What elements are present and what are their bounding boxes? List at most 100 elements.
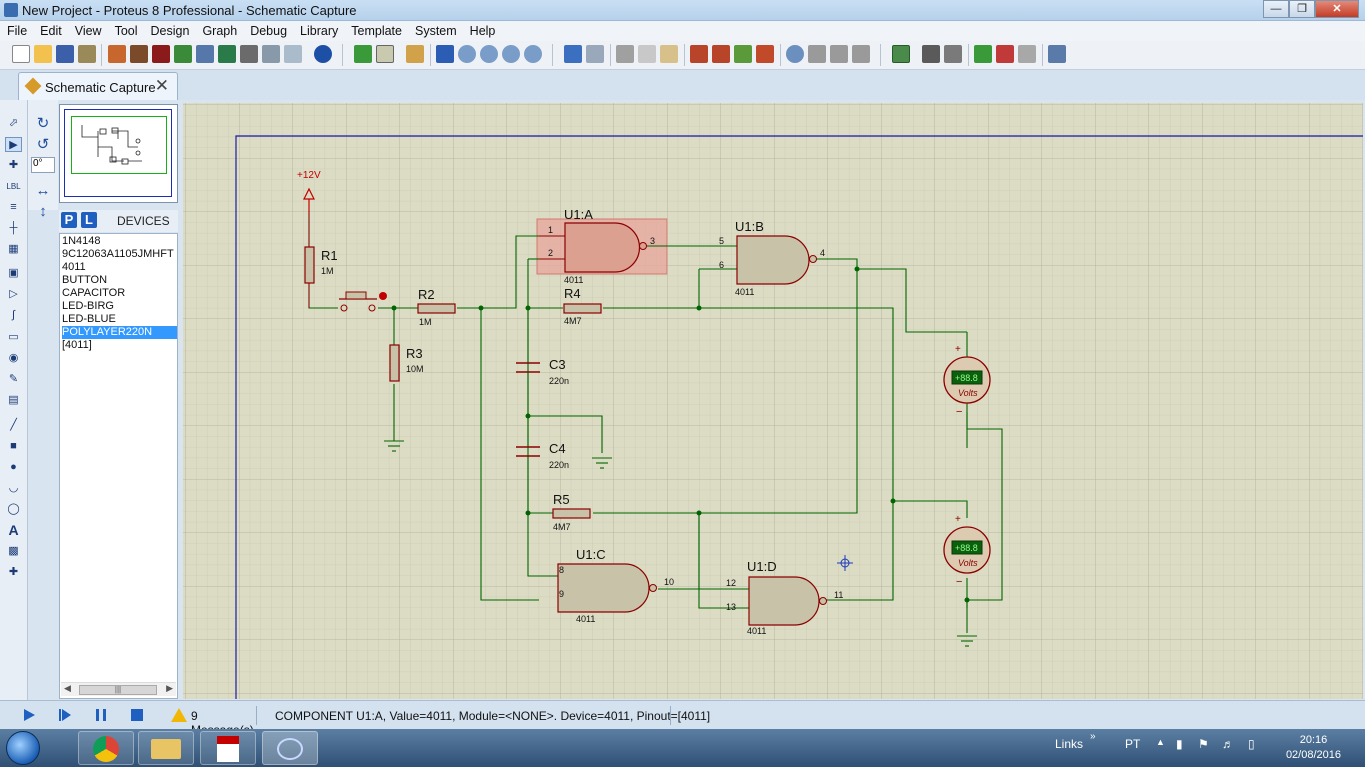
copy-icon[interactable] [638, 45, 656, 63]
gate-u1c[interactable]: U1:C 4011 8 9 10 [557, 547, 674, 624]
make-device-icon[interactable] [808, 45, 826, 63]
language-indicator[interactable]: PT [1125, 737, 1141, 751]
wire-autorouter-icon[interactable] [892, 45, 910, 63]
pcb-icon[interactable] [152, 45, 170, 63]
new-sheet-icon[interactable] [974, 45, 992, 63]
menu-design[interactable]: Design [150, 24, 190, 38]
pick-devices-button[interactable]: P [61, 212, 77, 228]
button-switch[interactable] [339, 291, 387, 312]
scroll-right-icon[interactable]: ▶ [166, 683, 173, 693]
power-terminal[interactable]: +12V [297, 170, 321, 213]
stop-simulation-icon[interactable] [130, 708, 144, 722]
list-item-selected[interactable]: POLYLAYER220N [62, 326, 177, 339]
decompose-icon[interactable] [852, 45, 870, 63]
gate-u1d[interactable]: U1:D 4011 12 13 11 [726, 559, 843, 636]
property-assignment-icon[interactable] [944, 45, 962, 63]
library-manager-button[interactable]: L [81, 212, 97, 228]
redo-icon[interactable] [586, 45, 604, 63]
overview-view-rect[interactable] [71, 116, 167, 174]
line-2d-icon[interactable]: ╱ [10, 419, 17, 431]
gerber-icon[interactable] [174, 45, 192, 63]
capacitor-c4[interactable]: C4 220n [516, 441, 569, 470]
pause-simulation-icon[interactable] [94, 708, 108, 722]
grid-icon[interactable] [376, 45, 394, 63]
zoom-area-icon[interactable] [524, 45, 542, 63]
box-2d-icon[interactable]: ■ [10, 440, 17, 452]
overview-window[interactable] [59, 104, 178, 203]
resistor-r5[interactable]: R5 4M7 [552, 492, 591, 532]
notes-icon[interactable] [284, 45, 302, 63]
block-rotate-icon[interactable] [734, 45, 752, 63]
list-item[interactable]: 1N4148 [62, 235, 101, 247]
minimize-button[interactable]: — [1263, 0, 1289, 18]
paste-icon[interactable] [660, 45, 678, 63]
list-item[interactable]: [4011] [62, 339, 92, 351]
volume-icon[interactable]: ♬ [1222, 737, 1234, 751]
resistor-r3[interactable]: R3 10M [389, 344, 424, 382]
import-icon[interactable] [78, 45, 96, 63]
network-signal-icon[interactable]: ▯ [1248, 737, 1255, 751]
block-move-icon[interactable] [712, 45, 730, 63]
gate-u1b[interactable]: U1:B 4011 5 6 4 [719, 219, 825, 297]
new-file-icon[interactable] [12, 45, 30, 63]
bom-icon[interactable] [218, 45, 236, 63]
pick-device-icon[interactable] [786, 45, 804, 63]
maximize-button[interactable]: ❐ [1289, 0, 1315, 18]
action-center-flag-icon[interactable]: ⚑ [1198, 737, 1209, 751]
menu-file[interactable]: File [7, 24, 28, 38]
arc-2d-icon[interactable]: ◡ [8, 482, 19, 494]
list-item[interactable]: LED-BLUE [62, 313, 116, 325]
schematic-drawing[interactable]: +12V R1 1M R2 1M R3 10M [183, 103, 1363, 699]
text-2d-icon[interactable]: A [8, 522, 19, 538]
mirror-vertical-icon[interactable]: ↕ [39, 203, 47, 220]
component-mode-icon[interactable]: ▶ [5, 137, 22, 152]
home-icon[interactable] [108, 45, 126, 63]
undo-icon[interactable] [564, 45, 582, 63]
menu-library[interactable]: Library [300, 24, 339, 38]
run-simulation-icon[interactable] [22, 708, 36, 722]
origin-icon[interactable] [406, 45, 424, 63]
search-tag-icon[interactable] [922, 45, 940, 63]
exit-to-parent-icon[interactable] [1018, 45, 1036, 63]
list-item[interactable]: LED-BIRG [62, 300, 114, 312]
3d-icon[interactable] [196, 45, 214, 63]
system-clock[interactable]: 20:16 02/08/2016 [1286, 733, 1341, 763]
mirror-horizontal-icon[interactable]: ↔ [35, 182, 51, 199]
list-item[interactable]: 4011 [62, 261, 86, 273]
rotate-anticlockwise-icon[interactable]: ↺ [36, 136, 50, 153]
tape-recorder-icon[interactable]: ▭ [8, 331, 19, 343]
close-window-button[interactable]: ✕ [1315, 0, 1359, 18]
selection-mode-icon[interactable]: ⬀ [8, 117, 19, 129]
wire-label-icon[interactable]: LBL [6, 182, 21, 191]
open-folder-icon[interactable] [34, 45, 52, 63]
zoom-all-icon[interactable] [502, 45, 520, 63]
menu-system[interactable]: System [414, 24, 457, 38]
step-simulation-icon[interactable] [58, 708, 72, 722]
capacitor-c3[interactable]: C3 220n [516, 357, 569, 386]
menu-view[interactable]: View [74, 24, 102, 38]
cut-icon[interactable] [616, 45, 634, 63]
list-item[interactable]: BUTTON [62, 274, 108, 286]
scroll-thumb[interactable]: ||| [79, 685, 157, 695]
refresh-icon[interactable] [354, 45, 372, 63]
resistor-r2[interactable]: R2 1M [417, 287, 456, 327]
device-icon[interactable]: ▮ [1176, 737, 1183, 751]
zoom-out-icon[interactable] [480, 45, 498, 63]
help-icon[interactable] [314, 45, 332, 63]
resistor-r4[interactable]: R4 4M7 [563, 286, 602, 326]
schematic-canvas[interactable]: +12V R1 1M R2 1M R3 10M [183, 103, 1363, 699]
devices-horizontal-scrollbar[interactable]: ◀ ||| ▶ [61, 682, 176, 696]
rotation-angle-field[interactable]: 0° [31, 157, 55, 173]
marker-2d-icon[interactable]: ✚ [8, 566, 19, 578]
gate-u1a[interactable]: U1:A 4011 1 2 3 [539, 207, 655, 285]
buses-icon[interactable]: ┼ [9, 222, 18, 234]
chrome-taskbar-button[interactable] [78, 731, 134, 765]
scroll-left-icon[interactable]: ◀ [64, 683, 71, 693]
zoom-in-icon[interactable] [458, 45, 476, 63]
schematic-icon[interactable] [130, 45, 148, 63]
tab-schematic-capture[interactable]: Schematic Capture ✕ [18, 72, 178, 100]
list-item[interactable]: 9C12063A1105JMHFT [62, 248, 174, 260]
circle-2d-icon[interactable]: ● [10, 461, 17, 473]
menu-edit[interactable]: Edit [40, 24, 62, 38]
save-icon[interactable] [56, 45, 74, 63]
